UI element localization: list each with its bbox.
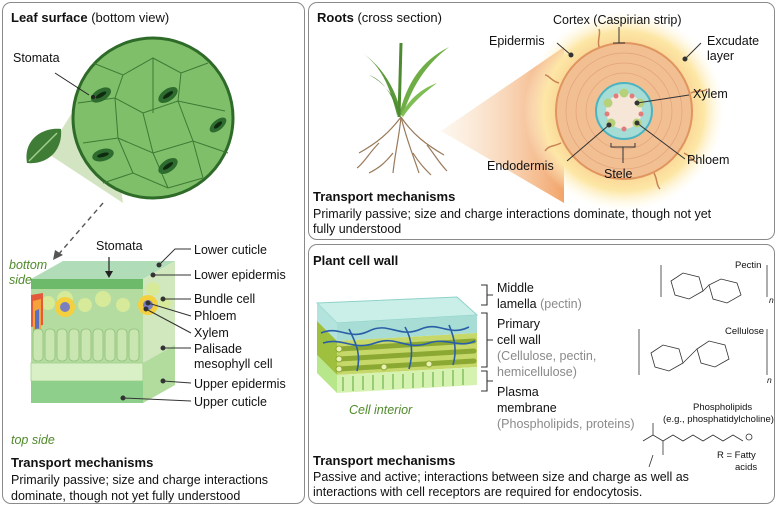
leaf-icon — [26, 128, 62, 164]
roots-label-xylem: Xylem — [693, 87, 728, 101]
roots-label-endodermis: Endodermis — [487, 159, 554, 173]
bottom-side-text: bottom side — [9, 258, 48, 287]
roots-label-stele: Stele — [604, 167, 633, 181]
chem-cellulose-n: n — [767, 375, 772, 385]
wall-label-middle: Middle — [497, 281, 534, 295]
leaf-label-phloem: Phloem — [194, 309, 237, 323]
leaf-label-lower-cuticle: Lower cuticle — [194, 243, 267, 257]
cellulose-structure — [638, 329, 768, 375]
wall-label-cw-paren2: hemicellulose) — [497, 365, 577, 379]
wall-lamella-text: lamella — [497, 297, 537, 311]
leaf-cross-section — [30, 261, 175, 403]
chem-pectin: Pectin — [735, 260, 762, 271]
roots-panel: Roots (cross section) Cortex (Caspirian … — [308, 2, 775, 240]
roots-title-text: Roots — [317, 10, 354, 25]
chem-phospholipids-sub: (e.g., phosphatidylcholine) — [663, 414, 774, 425]
roots-label-phloem: Phloem — [687, 153, 730, 167]
roots-illustration — [356, 11, 724, 211]
chem-r-eq2: acids — [735, 462, 758, 473]
roots-label-cortex: Cortex (Caspirian strip) — [553, 13, 682, 27]
chem-cellulose: Cellulose — [725, 326, 765, 337]
wall-label-cellwall: cell wall — [497, 333, 541, 347]
leaf-label-mesophyll: mesophyll cell — [194, 357, 273, 371]
leaf-title: Leaf surface (bottom view) — [11, 10, 169, 25]
roots-title: Roots (cross section) — [317, 10, 442, 25]
leaf-label-lower-epidermis: Lower epidermis — [194, 268, 286, 282]
leaf-title-text: Leaf surface — [11, 10, 88, 25]
roots-label-epidermis: Epidermis — [489, 34, 545, 48]
leaf-label-palisade: Palisade — [194, 342, 242, 356]
phospholipid-structure — [642, 423, 753, 468]
wall-label-pm-paren: (Phospholipids, proteins) — [497, 417, 635, 431]
wall-transport-title: Transport mechanisms — [313, 453, 456, 468]
top-side-label: top side — [11, 433, 55, 447]
root-cross-section — [524, 11, 724, 211]
pectin-structure — [660, 265, 768, 304]
stomata-label: Stomata — [13, 51, 60, 65]
cell-wall-illustration — [315, 265, 768, 468]
leaf-label-xylem: Xylem — [194, 326, 229, 340]
wall-label-lamella: lamella (pectin) — [497, 297, 582, 311]
leaf-panel: Leaf surface (bottom view) Stomata Stoma… — [2, 2, 305, 504]
chem-pectin-n: n — [769, 295, 774, 305]
wall-label-plasma: Plasma — [497, 385, 539, 399]
leaf-label-bundle-cell: Bundle cell — [194, 292, 256, 306]
roots-label-excudate2: layer — [707, 49, 735, 63]
stomata-section-label: Stomata — [96, 239, 143, 253]
wall-label-membrane: membrane — [497, 401, 557, 415]
leaf-transport-line1: Primarily passive; size and charge inter… — [11, 473, 269, 487]
roots-transport-line1: Primarily passive; size and charge inter… — [313, 207, 712, 221]
leaf-label-upper-cuticle: Upper cuticle — [194, 395, 267, 409]
cell-interior-label: Cell interior — [349, 403, 413, 417]
roots-transport-line2: fully understood — [313, 222, 402, 236]
cell-wall-panel: Plant cell wall Middle lamella (pectin) … — [308, 244, 775, 504]
wall-transport-line2: interactions with cell receptors are req… — [313, 485, 643, 499]
leaf-transport-line2: dominate, though not yet fully understoo… — [11, 489, 241, 503]
roots-label-excudate1: Excudate — [707, 34, 760, 48]
leaf-transport-title: Transport mechanisms — [11, 455, 154, 470]
chem-r-eq: R = Fatty — [717, 450, 756, 461]
leaf-label-upper-epidermis: Upper epidermis — [194, 377, 286, 391]
bottom-side-label: bottom side — [9, 258, 49, 288]
wall-label-primary: Primary — [497, 317, 541, 331]
stomata-magnifier — [71, 36, 235, 200]
roots-title-suffix: (cross section) — [357, 10, 442, 25]
chem-phospholipids: Phospholipids — [693, 402, 753, 413]
wall-label-cw-paren1: (Cellulose, pectin, — [497, 349, 597, 363]
leaf-illustration — [26, 36, 235, 403]
leaf-title-suffix: (bottom view) — [91, 10, 170, 25]
roots-transport-title: Transport mechanisms — [313, 189, 456, 204]
wall-title: Plant cell wall — [313, 253, 399, 268]
wall-transport-line1: Passive and active; interactions between… — [313, 470, 689, 484]
corn-plant — [356, 42, 449, 176]
wall-lamella-paren: (pectin) — [540, 297, 582, 311]
